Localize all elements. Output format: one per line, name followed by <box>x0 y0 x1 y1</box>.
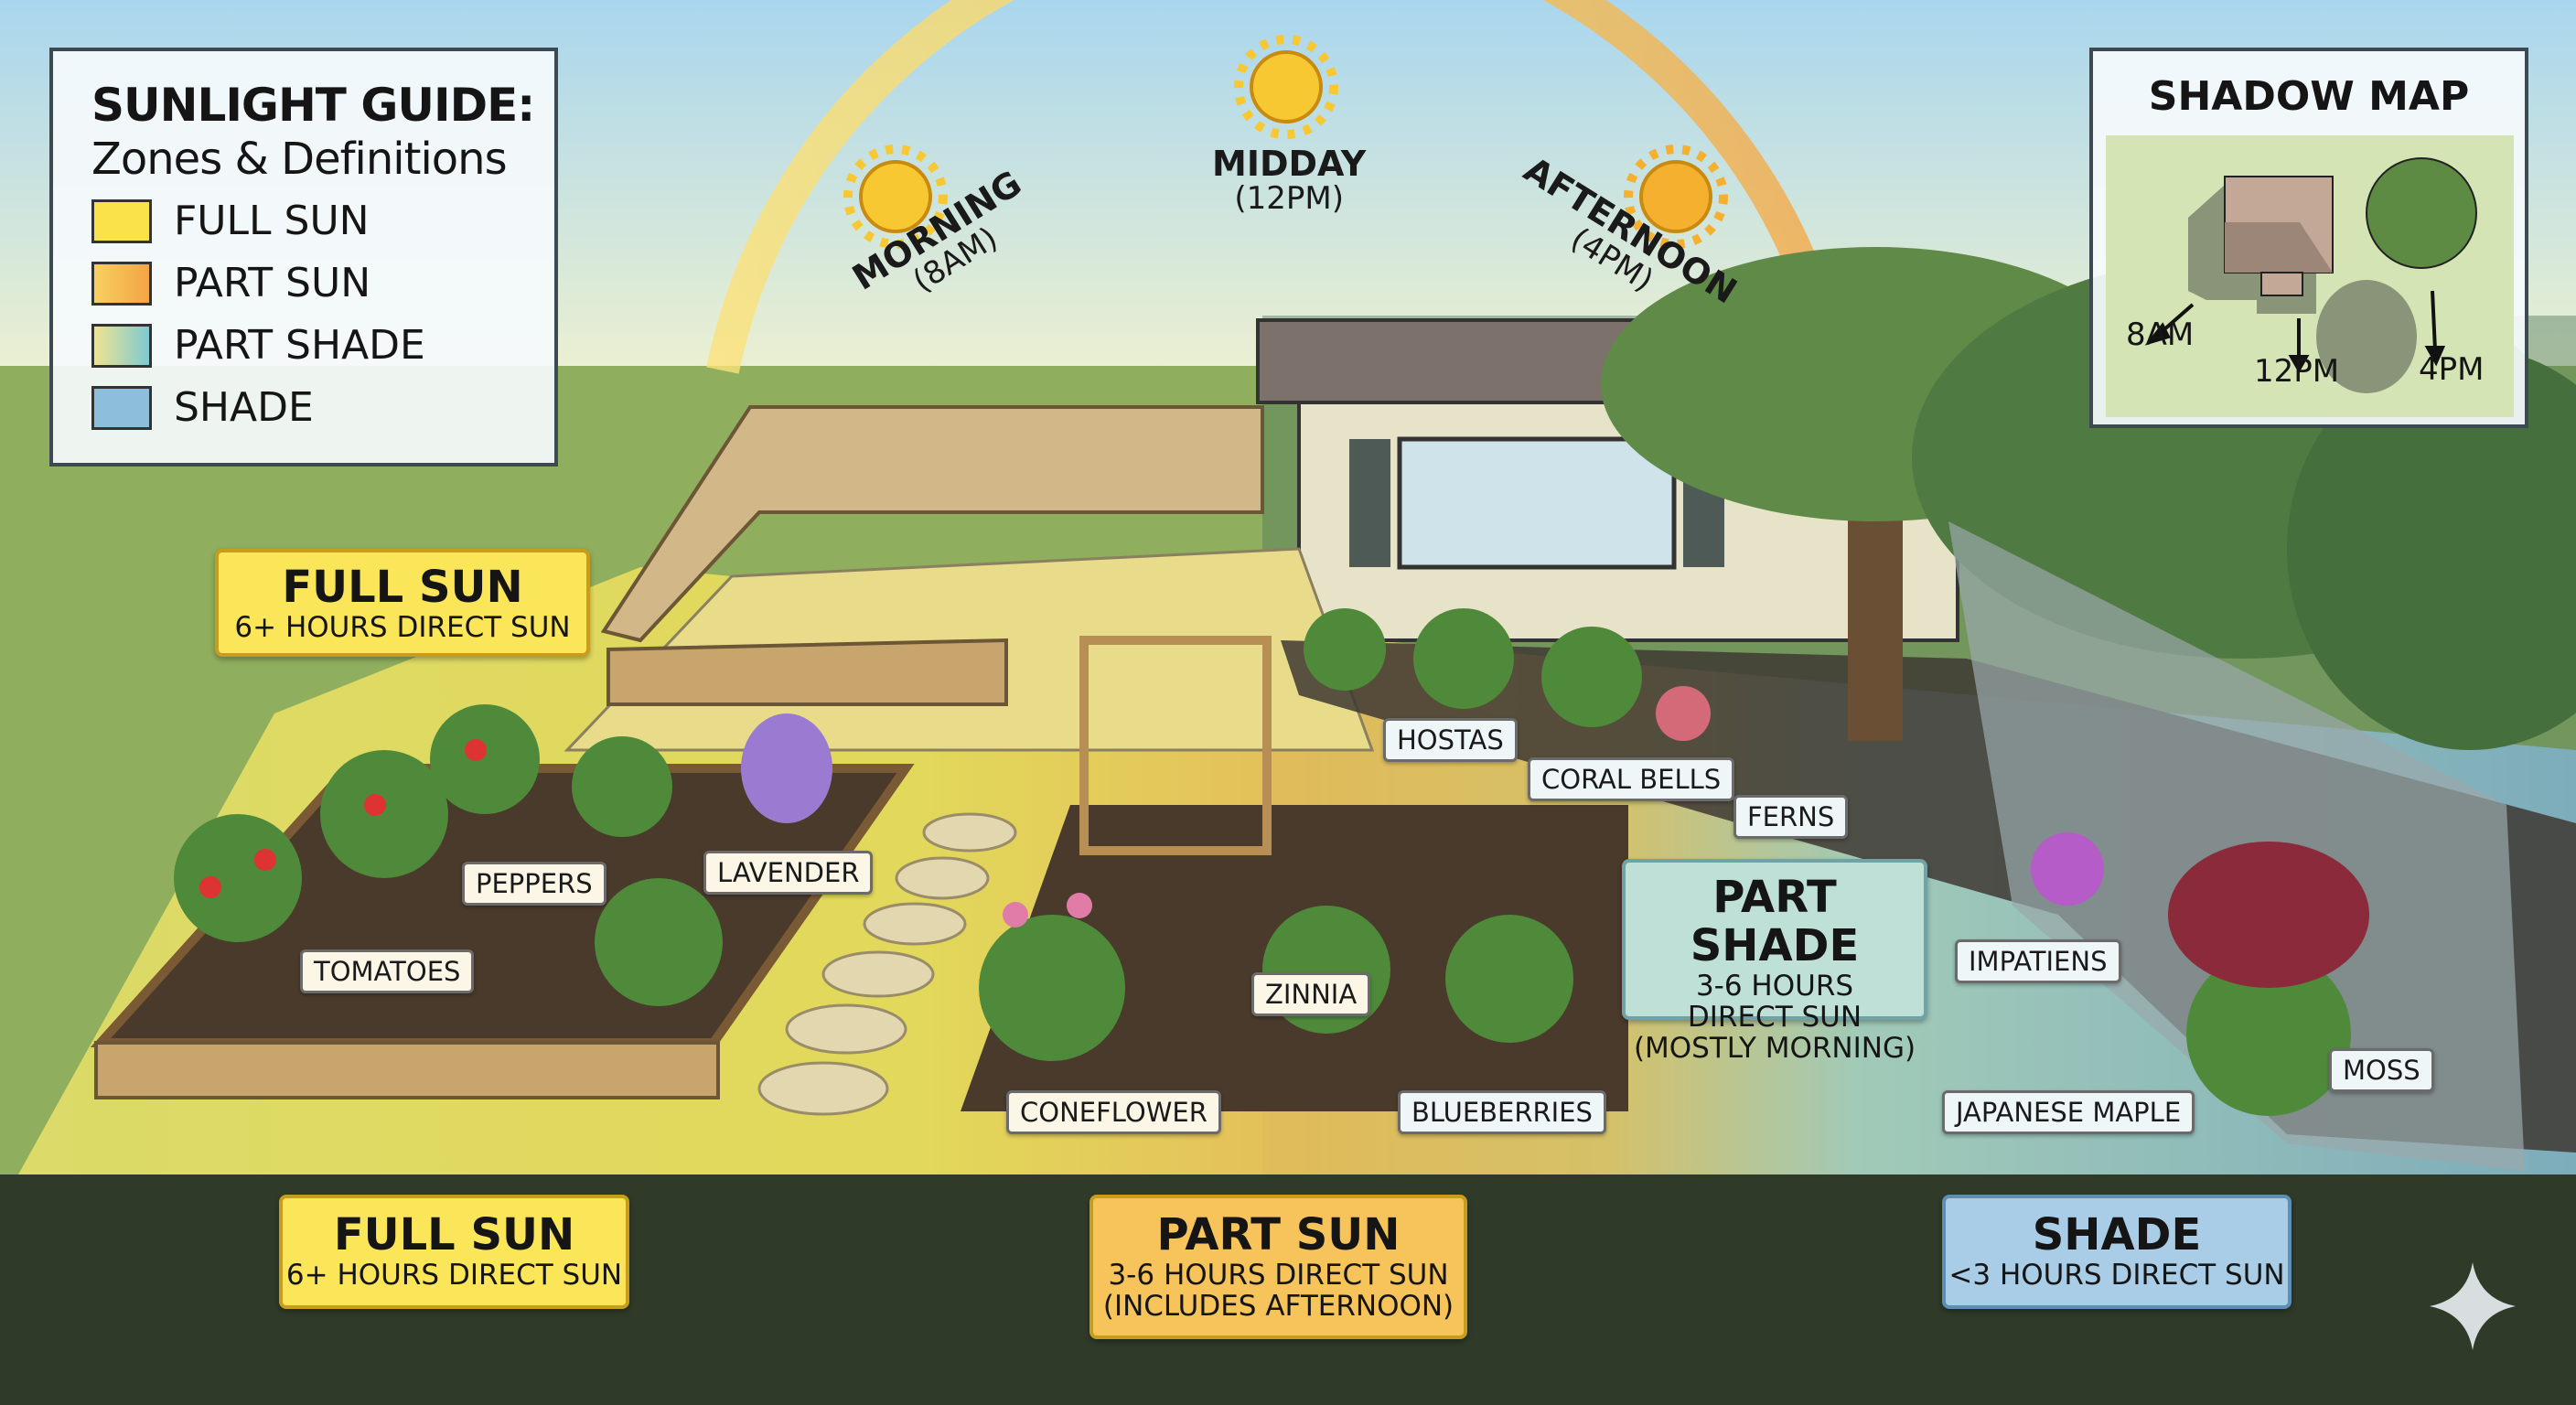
sun-icon-afternoon <box>1624 145 1728 249</box>
plant-label-lavender: LAVENDER <box>703 851 874 895</box>
zone-title: FULL SUN <box>333 1209 575 1260</box>
part-shade-swatch <box>91 323 152 368</box>
zone-desc: 6+ HOURS DIRECT SUN <box>234 610 571 644</box>
sparkle-icon <box>2430 1262 2516 1350</box>
plant-label-tomatoes: TOMATOES <box>300 949 475 993</box>
legend-item-shade: SHADE <box>91 384 314 431</box>
shadow-map-diagram <box>2106 135 2514 417</box>
zone-desc: (INCLUDES AFTERNOON) <box>1102 1289 1454 1323</box>
shadow-map-title: SHADOW MAP <box>2148 73 2470 120</box>
plant-label-zinnia: ZINNIA <box>1251 972 1371 1016</box>
legend-item-part-sun: PART SUN <box>91 260 370 306</box>
legend-label: SHADE <box>174 384 314 431</box>
zone-desc: 3-6 HOURS DIRECT SUN <box>1108 1258 1449 1292</box>
sun-icon-morning <box>843 145 948 249</box>
legend-item-part-shade: PART SHADE <box>91 322 425 369</box>
zone-title: SHADE <box>2032 1209 2202 1260</box>
zone-desc: 6+ HOURS DIRECT SUN <box>285 1258 623 1292</box>
plant-label-coral-bells: CORAL BELLS <box>1528 757 1735 801</box>
midday-label: MIDDAY <box>1212 144 1367 184</box>
plant-label-hostas: HOSTAS <box>1383 718 1518 762</box>
plant-label-ferns: FERNS <box>1733 795 1849 839</box>
plant-label-peppers: PEPPERS <box>462 862 606 906</box>
shade-swatch <box>91 385 152 430</box>
legend-title: SUNLIGHT GUIDE: <box>91 79 535 132</box>
sun-icon-midday <box>1234 35 1338 139</box>
shadow-time-4pm: 4PM <box>2419 351 2485 388</box>
legend-label: PART SHADE <box>174 322 425 369</box>
shadow-time-12pm: 12PM <box>2254 353 2340 390</box>
plant-label-impatiens: IMPATIENS <box>1955 939 2121 983</box>
plant-label-coneflower: CONEFLOWER <box>1006 1090 1221 1134</box>
shadow-map: SHADOW MAP 8AM 12PM 4PM <box>2089 48 2528 428</box>
zone-desc: <3 HOURS DIRECT SUN <box>1948 1258 2285 1292</box>
zone-title: FULL SUN <box>282 562 523 613</box>
full-sun-swatch <box>91 198 152 243</box>
legend-item-full-sun: FULL SUN <box>91 198 370 244</box>
sunlight-legend: SUNLIGHT GUIDE: Zones & Definitions FULL… <box>49 48 558 467</box>
part-sun-swatch <box>91 261 152 306</box>
legend-subtitle: Zones & Definitions <box>91 134 508 185</box>
zone-title: PART SUN <box>1156 1209 1401 1260</box>
legend-label: PART SUN <box>174 260 371 306</box>
zone-desc: DIRECT SUN <box>1687 1000 1862 1034</box>
shadow-time-8am: 8AM <box>2126 316 2195 353</box>
zone-desc: 3-6 HOURS <box>1695 969 1854 1003</box>
plant-label-moss: MOSS <box>2329 1048 2434 1092</box>
callout-shade: SHADE<3 HOURS DIRECT SUN <box>1942 1195 2292 1309</box>
legend-label: FULL SUN <box>174 198 370 244</box>
zone-title: PART SHADE <box>1690 872 1860 971</box>
zone-desc: (MOSTLY MORNING) <box>1633 1031 1916 1065</box>
plant-label-japanese-maple: JAPANESE MAPLE <box>1942 1090 2195 1134</box>
sun-label-midday: MIDDAY(12PM) <box>1212 144 1367 217</box>
midday-time: (12PM) <box>1234 179 1344 217</box>
plant-label-blueberries: BLUEBERRIES <box>1398 1090 1606 1134</box>
